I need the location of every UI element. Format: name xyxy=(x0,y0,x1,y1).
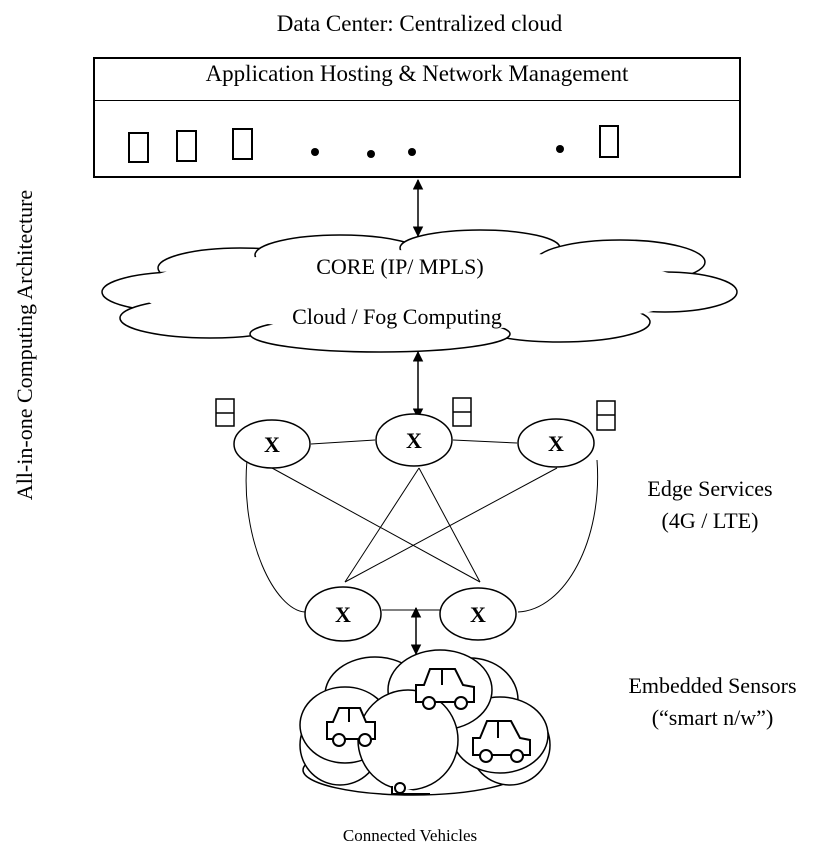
edge-node xyxy=(517,418,595,468)
car-icon xyxy=(472,720,531,763)
hosting-header: Application Hosting & Network Management xyxy=(95,59,739,101)
core-cloud xyxy=(101,229,738,353)
edge-services-title: Edge Services xyxy=(647,476,773,501)
edge-node xyxy=(233,419,311,469)
edge-services-label: Edge Services (4G / LTE) xyxy=(610,473,810,537)
node-label: X xyxy=(264,432,280,457)
connected-vehicles-label: Connected Vehicles xyxy=(342,826,478,845)
embedded-sensors-title: Embedded Sensors xyxy=(628,673,797,698)
node-label: X xyxy=(335,602,351,627)
car-icon xyxy=(326,707,376,747)
edge-nodes xyxy=(233,413,595,642)
edge-mesh-links xyxy=(245,439,599,613)
ellipsis-dots xyxy=(311,145,564,158)
server-icon xyxy=(599,125,619,158)
data-center-title: Data Center: Centralized cloud xyxy=(276,11,563,36)
fog-computing-label: Cloud / Fog Computing xyxy=(292,304,502,329)
edge-server-icons xyxy=(215,397,616,431)
embedded-sensors-label: Embedded Sensors (“smart n/w”) xyxy=(590,670,835,734)
car-icon xyxy=(391,782,430,795)
node-label: X xyxy=(548,431,564,456)
node-label: X xyxy=(470,602,486,627)
server-icon xyxy=(128,132,149,163)
server-icons xyxy=(128,125,619,163)
edge-node xyxy=(375,413,453,467)
edge-services-subtitle: (4G / LTE) xyxy=(661,508,759,533)
car-icon xyxy=(415,668,475,710)
embedded-sensors-subtitle: (“smart n/w”) xyxy=(651,705,774,730)
server-icon xyxy=(232,128,253,160)
core-label: CORE (IP/ MPLS) xyxy=(316,254,484,279)
application-hosting-box: Application Hosting & Network Management xyxy=(93,57,741,178)
edge-node xyxy=(439,587,517,641)
edge-node xyxy=(304,586,382,642)
server-icon xyxy=(176,130,197,162)
node-label: X xyxy=(406,428,422,453)
